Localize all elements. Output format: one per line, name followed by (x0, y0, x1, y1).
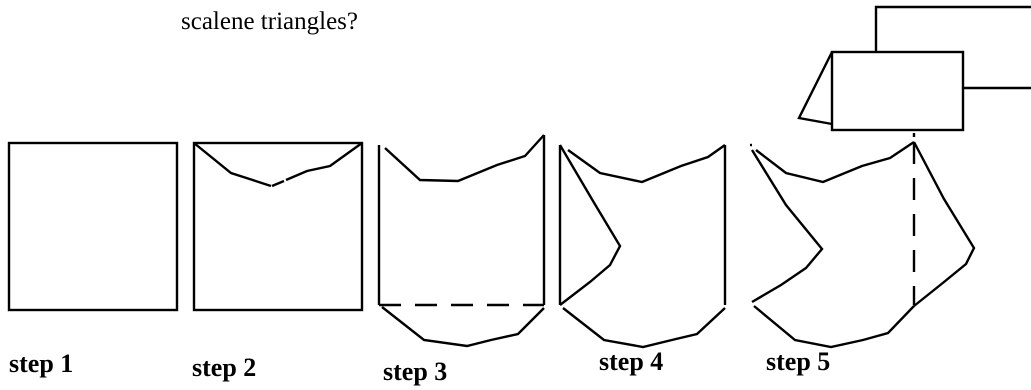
step-5-shape (750, 141, 976, 349)
step-2-label: step 2 (192, 353, 257, 382)
step-2-square-folded-top (192, 141, 364, 312)
step-3-label: step 3 (383, 357, 448, 386)
step-1-square (7, 141, 179, 312)
step-4-shape (558, 144, 727, 349)
step-5-label: step 5 (766, 347, 831, 376)
question-text: scalene triangles? (181, 8, 358, 35)
step-3-shape (377, 134, 546, 348)
step-1-label: step 1 (9, 349, 74, 378)
folded-paper-illustration (797, 5, 1031, 132)
step-4-label: step 4 (599, 347, 664, 376)
